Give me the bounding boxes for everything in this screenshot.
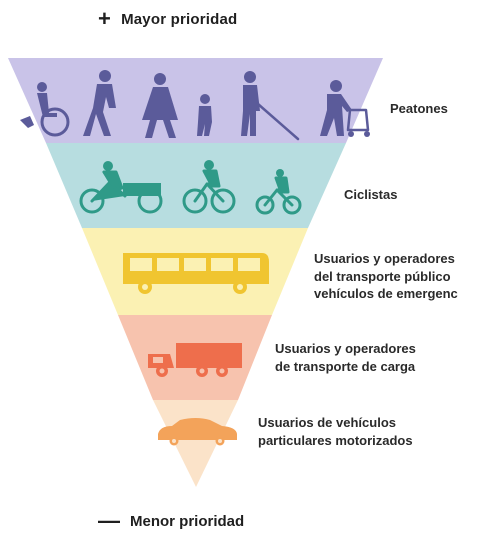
- level-label-particulares: Usuarios de vehículos particulares motor…: [258, 415, 413, 448]
- walking-person-icon: [83, 70, 116, 136]
- child-cyclist-icon: [255, 169, 302, 215]
- level-label-peatones: Peatones: [390, 101, 448, 116]
- bottom-priority-text: Menor prioridad: [130, 512, 245, 530]
- cyclist-icon: [182, 160, 236, 214]
- level-label-ciclistas: Ciclistas: [344, 187, 398, 202]
- car-icon: [158, 418, 237, 446]
- bottom-priority-label: — Menor prioridad: [98, 510, 244, 532]
- level-label-transporte-publico: Usuarios y operadores del transporte púb…: [314, 251, 458, 301]
- bus-icon: [123, 253, 269, 294]
- pyramid-band-ciclistas: [46, 143, 346, 228]
- child-icon: [197, 94, 212, 136]
- woman-walking-icon: [142, 73, 178, 138]
- elderly-person-walker-icon: [320, 80, 370, 137]
- cyclist-icons: [79, 160, 302, 215]
- cargo-truck-icon: [148, 343, 242, 377]
- pyramid-band-particulares: [153, 400, 238, 487]
- minus-icon: —: [98, 508, 120, 533]
- blind-person-cane-icon: [241, 71, 300, 141]
- plus-icon: +: [98, 6, 112, 31]
- top-priority-label: + Mayor prioridad: [98, 8, 237, 30]
- pedestrian-icons: [20, 70, 370, 141]
- wheelchair-user-icon: [20, 82, 70, 137]
- level-label-carga: Usuarios y operadores de transporte de c…: [275, 341, 416, 374]
- top-priority-text: Mayor prioridad: [121, 10, 238, 28]
- cargo-bike-icon: [79, 161, 163, 214]
